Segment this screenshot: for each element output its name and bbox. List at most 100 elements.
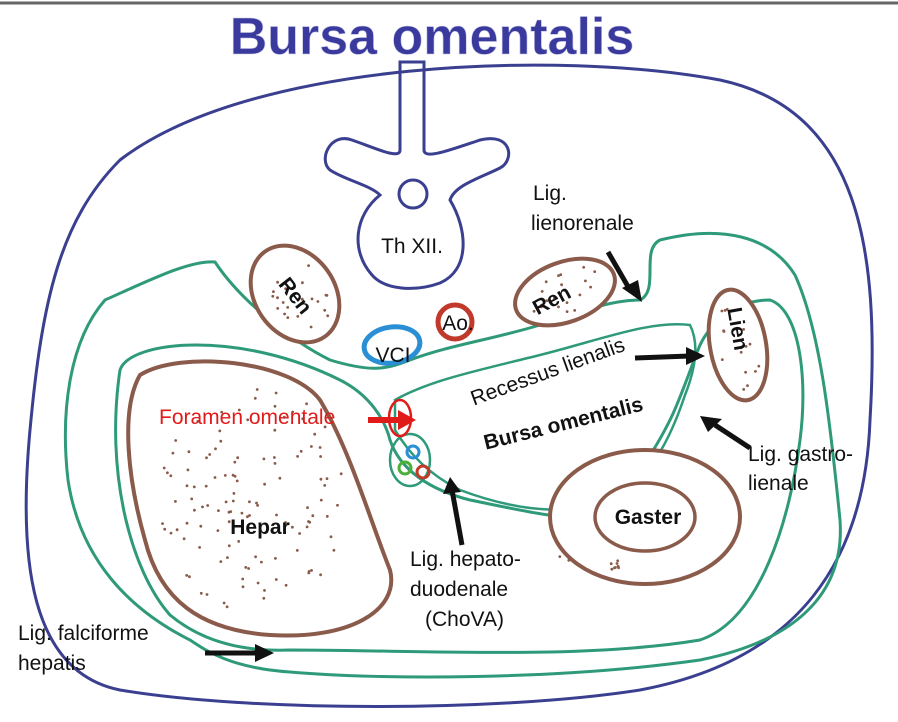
speckle-dot: [219, 560, 223, 563]
speckle-dot: [282, 415, 286, 419]
gaster: [548, 448, 742, 586]
speckle-dot: [231, 473, 235, 477]
speckle-dot: [216, 529, 220, 532]
speckle-dot: [286, 522, 290, 526]
speckle-dot: [275, 513, 278, 517]
speckle-dot: [299, 449, 303, 453]
vertebral-canal: [397, 178, 429, 210]
speckle-dot: [553, 296, 556, 300]
speckle-dot: [544, 280, 548, 284]
speckle-dot: [171, 451, 175, 455]
speckle-dot: [219, 439, 223, 443]
speckle-dot: [559, 273, 563, 277]
speckle-dot: [557, 274, 560, 277]
speckle-dot: [617, 566, 620, 570]
speckle-dot: [326, 314, 330, 318]
label-lig-hepatoduodenale-1: Lig. hepato-: [410, 548, 521, 571]
speckle-dot: [231, 499, 235, 503]
label-hepar: Hepar: [230, 516, 290, 539]
speckle-dot: [325, 477, 329, 480]
speckle-dot: [271, 294, 275, 298]
speckle-dot: [532, 309, 536, 313]
speckle-dot: [593, 270, 597, 273]
speckle-dot: [169, 474, 173, 478]
speckle-dot: [319, 498, 323, 502]
speckle-dot: [311, 514, 315, 518]
speckle-dot: [253, 396, 257, 400]
peritoneum-outline: [63, 231, 842, 679]
speckle-dot: [325, 294, 329, 297]
speckle-dot: [746, 384, 749, 387]
label-lig-gastrolienale-2: lienale: [748, 472, 809, 495]
label-vertebra: Th XII.: [381, 235, 443, 258]
speckle-dot: [609, 562, 613, 566]
speckle-dot: [226, 556, 229, 559]
speckle-dot: [192, 485, 196, 489]
speckle-dot: [169, 531, 173, 535]
speckle-dot: [255, 388, 259, 391]
speckle-dot: [263, 482, 266, 486]
speckle-dot: [274, 578, 278, 581]
speckle-dot: [196, 420, 200, 423]
speckle-dot: [757, 364, 761, 368]
speckle-dot: [213, 476, 217, 479]
speckle-dot: [190, 497, 194, 501]
speckle-dot: [309, 325, 313, 329]
speckle-dot: [161, 522, 164, 525]
speckle-dot: [246, 418, 250, 422]
speckle-dot: [291, 410, 295, 414]
speckle-dot: [263, 589, 266, 592]
speckle-dot: [558, 555, 562, 558]
speckle-dot: [276, 296, 279, 300]
speckle-dot: [748, 342, 752, 346]
speckle-dot: [329, 535, 333, 539]
speckle-dot: [174, 439, 178, 442]
speckle-dot: [301, 281, 304, 285]
speckle-dot: [223, 474, 227, 477]
speckle-dot: [325, 515, 329, 518]
speckle-dot: [313, 432, 317, 436]
speckle-dot: [301, 417, 305, 421]
speckle-dot: [262, 596, 266, 600]
speckle-dot: [232, 492, 236, 495]
diagram-title: Bursa omentalis: [230, 8, 635, 66]
speckle-dot: [201, 505, 204, 509]
speckle-dot: [582, 265, 586, 269]
speckle-dot: [244, 566, 248, 569]
speckle-dot: [235, 479, 239, 483]
ren-left: [248, 243, 342, 345]
speckle-dot: [193, 508, 196, 512]
speckle-dot: [584, 279, 587, 283]
speckle-dot: [616, 559, 620, 563]
speckle-dot: [540, 290, 544, 293]
speckle-dot: [246, 515, 249, 519]
speckle-dot: [241, 577, 245, 581]
speckle-dot: [220, 410, 224, 414]
speckle-dot: [187, 450, 191, 454]
label-foramen: Foramen omentale: [159, 406, 335, 429]
speckle-dot: [323, 308, 327, 312]
speckle-dot: [225, 605, 229, 609]
speckle-dot: [205, 593, 209, 596]
speckle-dot: [739, 346, 743, 350]
speckle-dot: [185, 484, 189, 488]
speckle-dot: [720, 309, 724, 313]
speckle-dot: [339, 472, 343, 476]
peritoneum-inner: [114, 298, 805, 654]
speckle-dot: [185, 521, 189, 525]
organ-speckles: [161, 264, 761, 609]
speckle-dot: [162, 466, 166, 470]
label-lig-falciforme-1: Lig. falciforme: [18, 622, 149, 645]
speckle-dot: [310, 445, 313, 448]
speckle-dot: [284, 583, 288, 587]
speckle-dot: [742, 388, 746, 391]
speckle-dot: [754, 370, 757, 373]
speckle-dot: [615, 562, 619, 565]
speckle-dot: [273, 428, 277, 432]
speckle-dot: [163, 527, 167, 531]
label-lig-gastrolienale-1: Lig. gastro-: [748, 443, 853, 466]
speckle-dot: [206, 504, 210, 507]
speckle-dot: [247, 567, 251, 570]
speckle-dot: [256, 504, 259, 507]
foramen-omentale-marker: [368, 398, 416, 438]
